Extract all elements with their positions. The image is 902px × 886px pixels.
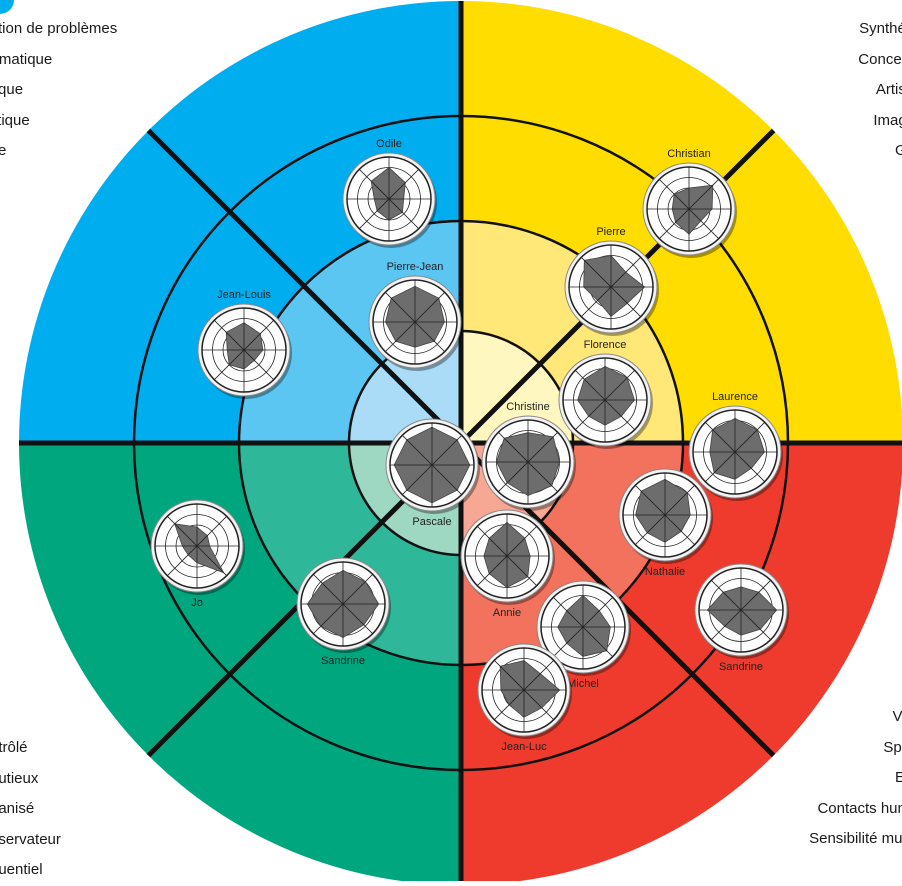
trait-item: ique: [0, 142, 7, 159]
trait-item: hnique: [0, 81, 24, 98]
top-right-trait-list: Synthét Concep Artist Imagi Gl: [858, 14, 902, 167]
person-radar-badge: Christian: [642, 148, 737, 258]
person-radar-badge: Christine: [481, 401, 576, 511]
person-name-label: Jean-Luc: [501, 741, 547, 753]
trait-item: Spir: [883, 738, 902, 756]
trait-item: Ve: [892, 708, 902, 725]
person-name-label: Christine: [506, 401, 549, 413]
trait-item: ganisé: [0, 800, 35, 817]
bottom-left-trait-list: ntrôlé autieux ganisé nservateur quentie…: [0, 733, 61, 886]
person-name-label: Michel: [567, 678, 599, 690]
person-name-label: Odile: [376, 138, 402, 150]
person-radar-badge: Annie: [460, 509, 555, 619]
person-radar-badge: Jean-Louis: [197, 289, 292, 399]
person-name-label: Pascale: [412, 516, 451, 528]
person-name-label: Jo: [191, 597, 203, 609]
person-name-label: Christian: [667, 148, 710, 160]
person-radar-badge: Sandrine: [296, 557, 391, 667]
person-radar-badge: Nathalie: [618, 468, 713, 578]
person-name-label: Nathalie: [645, 566, 685, 578]
trait-item: Sensibilité mus: [809, 830, 902, 847]
bottom-right-trait-list: Ve Spir Er Contacts hum Sensibilité mus: [809, 702, 902, 855]
person-name-label: Annie: [493, 607, 521, 619]
trait-item: thématique: [0, 50, 53, 68]
person-radar-badge: Pierre: [564, 226, 659, 336]
person-radar-badge: Florence: [558, 339, 653, 449]
person-radar-badge: Laurence: [688, 391, 783, 501]
trait-item: Gl: [895, 142, 902, 159]
trait-item: autieux: [0, 769, 39, 787]
person-radar-badge: Michel: [536, 580, 631, 690]
trait-item: olution de problèmes: [0, 20, 118, 37]
trait-item: Concep: [858, 50, 902, 68]
person-radar-badge: Pascale: [385, 418, 480, 528]
trait-item: quentiel: [0, 861, 43, 878]
trait-item: Imagi: [873, 111, 902, 129]
person-name-label: Sandrine: [321, 655, 365, 667]
person-radar-badge: Jo: [150, 499, 245, 609]
trait-item: Er: [895, 769, 902, 786]
trait-item: alytique: [0, 111, 30, 129]
trait-item: Contacts hum: [817, 799, 902, 817]
person-radar-badge: Sandrine: [694, 563, 789, 673]
person-name-label: Florence: [584, 339, 627, 351]
person-name-label: Pierre: [596, 226, 625, 238]
person-name-label: Pierre-Jean: [387, 261, 444, 273]
trait-item: ntrôlé: [0, 739, 28, 756]
person-name-label: Sandrine: [719, 661, 763, 673]
person-radar-badge: Pierre-Jean: [368, 261, 463, 371]
person-radar-badge: Jean-Luc: [477, 643, 572, 753]
person-name-label: Laurence: [712, 391, 758, 403]
person-radar-badge: Odile: [342, 138, 437, 248]
person-name-label: Jean-Louis: [217, 289, 271, 301]
trait-item: nservateur: [0, 830, 61, 848]
top-left-trait-list: olution de problèmes thématique hnique a…: [0, 14, 117, 167]
diagonal-divider: [146, 128, 463, 445]
trait-item: Artist: [875, 81, 902, 98]
trait-item: Synthét: [859, 20, 902, 37]
